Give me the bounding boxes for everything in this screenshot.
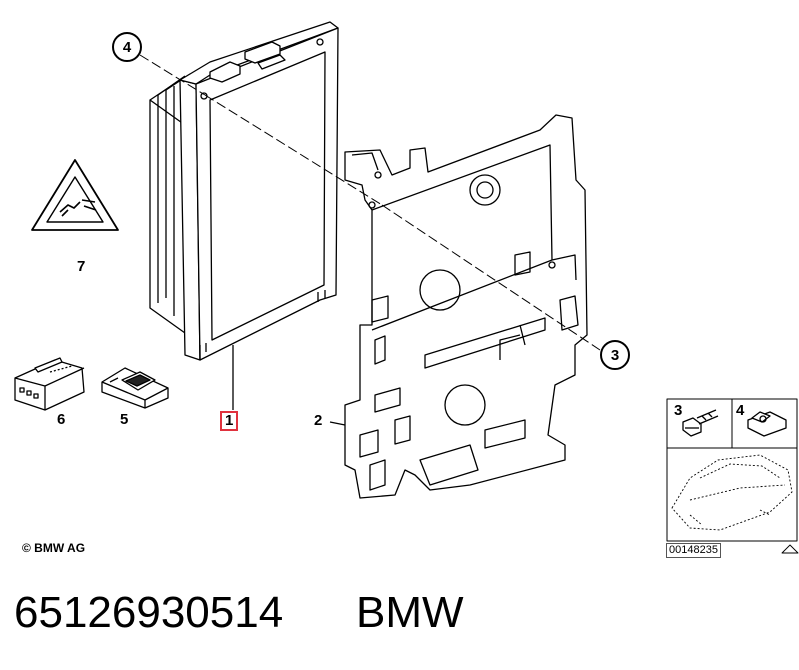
clip-nut-icon — [747, 411, 787, 437]
callout-7-label: 7 — [77, 258, 86, 275]
callout-3-circle: 3 — [600, 340, 630, 370]
callout-5-label: 5 — [120, 411, 129, 428]
callout-3-label: 3 — [610, 346, 620, 364]
callout-2-label: 2 — [314, 412, 323, 429]
legend-item-3-label: 3 — [674, 402, 683, 419]
legend-panel — [666, 398, 799, 554]
callout-1-highlighted[interactable]: 1 — [220, 411, 239, 431]
mounting-bracket-part — [344, 114, 588, 499]
part-number: 65126930514 — [14, 588, 284, 637]
amplifier-module-part — [149, 21, 339, 410]
connector-plug-part — [14, 357, 85, 411]
parts-diagram — [14, 21, 799, 554]
diagram-reference-code: 00148235 — [666, 543, 721, 558]
callout-4-circle: 4 — [112, 32, 142, 62]
callout-4-label: 4 — [122, 38, 132, 56]
screw-icon — [682, 409, 719, 437]
brand-name: BMW — [356, 588, 464, 637]
callout-6-label: 6 — [57, 411, 66, 428]
connector-clip-part — [101, 367, 169, 409]
copyright-text: © BMW AG — [22, 541, 86, 555]
car-silhouette-icon — [671, 454, 793, 531]
warning-label-part — [31, 159, 119, 231]
legend-item-4-label: 4 — [736, 402, 745, 419]
